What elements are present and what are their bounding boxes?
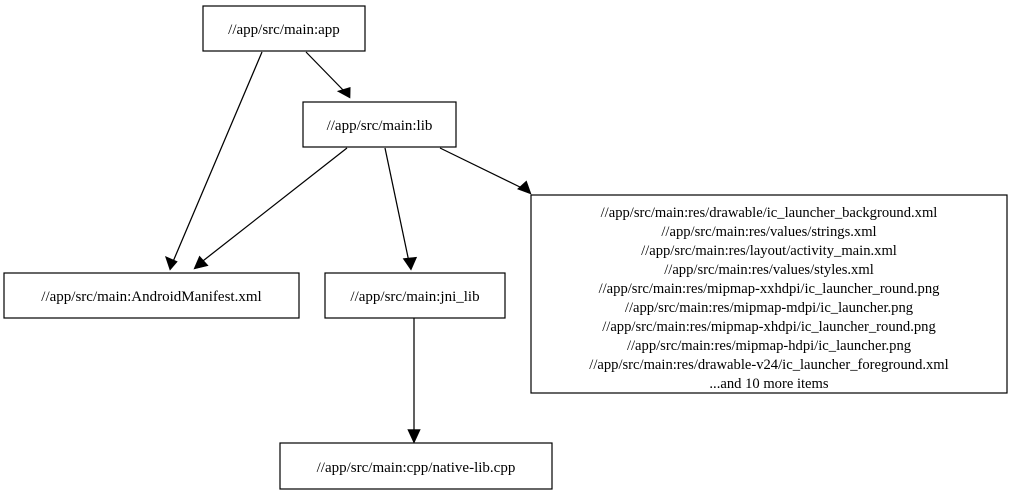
node-lib[interactable]: //app/src/main:lib xyxy=(302,101,457,148)
graph-nodes: //app/src/main:app //app/src/main:lib //… xyxy=(3,5,1008,490)
node-android-manifest[interactable]: //app/src/main:AndroidManifest.xml xyxy=(3,272,300,319)
node-resources-more-items-label: ...and 10 more items xyxy=(709,376,828,392)
node-native-lib-cpp[interactable]: //app/src/main:cpp/native-lib.cpp xyxy=(279,442,553,490)
graph-edges xyxy=(165,51,532,444)
node-resources-line-5: //app/src/main:res/mipmap-xxhdpi/ic_laun… xyxy=(599,281,941,297)
node-jni-lib-label: //app/src/main:jni_lib xyxy=(350,289,479,305)
node-resources-line-2: //app/src/main:res/values/strings.xml xyxy=(661,224,876,240)
node-jni-lib[interactable]: //app/src/main:jni_lib xyxy=(324,272,506,319)
node-resources-line-7: //app/src/main:res/mipmap-xhdpi/ic_launc… xyxy=(602,319,936,335)
node-resources-line-9: //app/src/main:res/drawable-v24/ic_launc… xyxy=(589,357,948,373)
edge-lib-to-manifest xyxy=(193,147,348,270)
node-native-lib-cpp-label: //app/src/main:cpp/native-lib.cpp xyxy=(317,460,516,476)
node-app[interactable]: //app/src/main:app xyxy=(202,5,366,52)
edge-jni-lib-to-native-lib xyxy=(407,318,421,444)
edge-app-to-manifest xyxy=(165,51,263,271)
edge-lib-to-jni-lib xyxy=(384,147,418,271)
node-resources[interactable]: //app/src/main:res/drawable/ic_launcher_… xyxy=(530,194,1008,394)
node-resources-line-6: //app/src/main:res/mipmap-mdpi/ic_launch… xyxy=(625,300,914,316)
edge-app-to-lib xyxy=(305,51,351,99)
node-resources-line-8: //app/src/main:res/mipmap-hdpi/ic_launch… xyxy=(627,338,912,354)
node-resources-line-3: //app/src/main:res/layout/activity_main.… xyxy=(641,243,897,259)
node-lib-label: //app/src/main:lib xyxy=(327,118,433,134)
node-app-label: //app/src/main:app xyxy=(228,22,340,38)
node-resources-line-4: //app/src/main:res/values/styles.xml xyxy=(664,262,874,278)
node-resources-line-1: //app/src/main:res/drawable/ic_launcher_… xyxy=(601,205,938,221)
edge-lib-to-resources xyxy=(439,147,532,195)
node-android-manifest-label: //app/src/main:AndroidManifest.xml xyxy=(41,289,261,305)
